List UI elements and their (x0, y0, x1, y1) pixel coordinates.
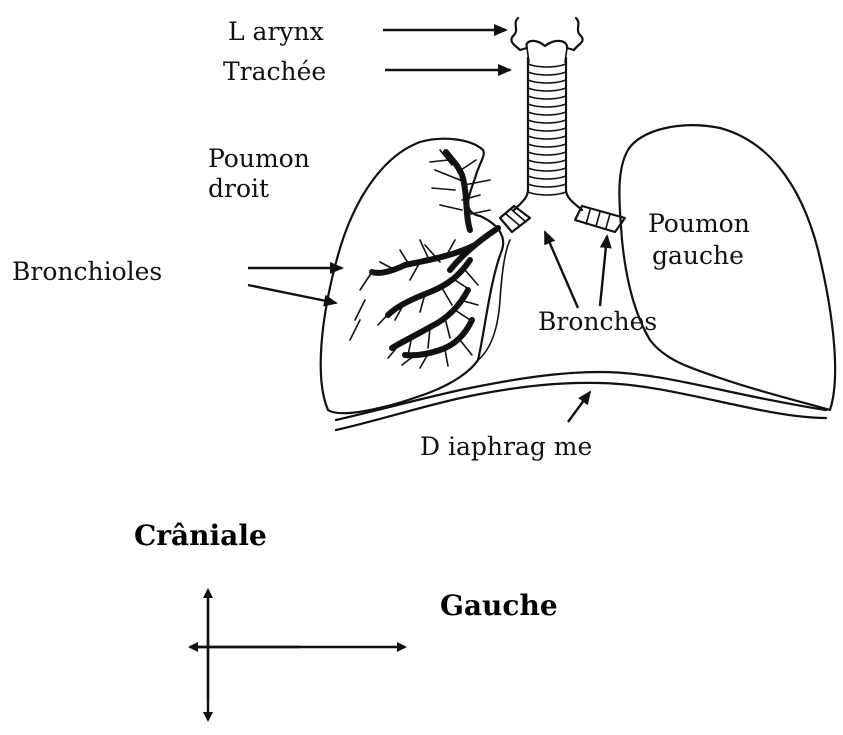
bronches-arrow-left (545, 232, 578, 308)
label-gauche: Gauche (440, 589, 558, 622)
orientation-compass (190, 590, 405, 720)
trachea-ring (528, 80, 566, 83)
label-poumon-droit-1: Poumon (208, 144, 310, 173)
trachea-ring (528, 128, 566, 131)
trachea-ring (528, 72, 566, 75)
diaphragm-shape (336, 372, 826, 430)
bronches-arrow-right (600, 236, 607, 306)
trachea-ring (528, 184, 566, 187)
label-craniale: Crâniale (134, 519, 267, 552)
label-larynx: L arynx (228, 17, 324, 46)
label-bronchioles: Bronchioles (12, 257, 162, 286)
trachea-ring (528, 152, 566, 155)
trachea-ring (528, 104, 566, 107)
main-bronchi (500, 206, 625, 232)
trachea-ring (528, 88, 566, 91)
right-lung-shape (321, 139, 510, 413)
label-arrows (248, 30, 607, 422)
label-diaphragme: D iaphrag me (420, 432, 592, 461)
trachea-ring (528, 192, 566, 195)
trachea-ring (528, 96, 566, 99)
trachea-ring (528, 160, 566, 163)
diaphragme-arrow (568, 392, 590, 422)
trachea-ring (528, 112, 566, 115)
label-poumon-gauche-2: gauche (652, 241, 744, 270)
bronchioles-arrow-2 (248, 285, 336, 303)
larynx-shape (511, 18, 582, 62)
label-trachee: Trachée (223, 57, 326, 86)
label-poumon-droit-2: droit (208, 174, 269, 203)
trachea-ring (528, 136, 566, 139)
trachea-shape (514, 58, 582, 210)
label-poumon-gauche-1: Poumon (648, 209, 750, 238)
trachea-ring (528, 120, 566, 123)
trachea-ring (528, 176, 566, 179)
label-bronches: Bronches (538, 307, 657, 336)
trachea-ring (528, 144, 566, 147)
trachea-ring (528, 64, 566, 67)
trachea-ring (528, 168, 566, 171)
